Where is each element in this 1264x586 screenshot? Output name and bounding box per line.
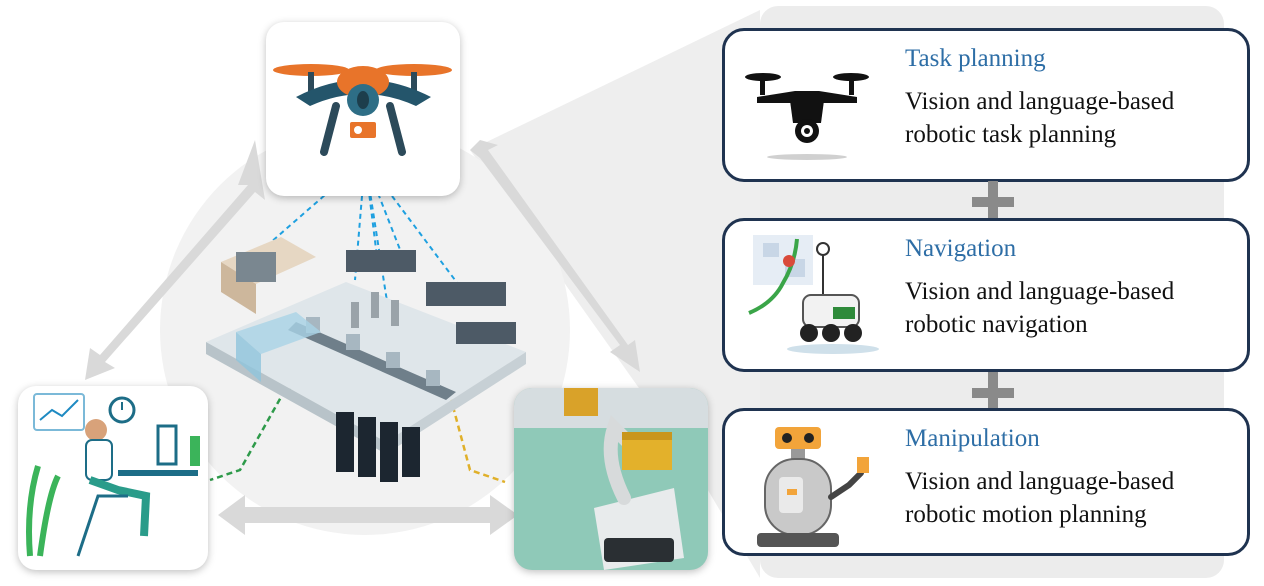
manipulation-card: Manipulation Vision and language-based r… [722, 408, 1250, 556]
arrow-drone-robot [470, 140, 640, 372]
card-description-line: Vision and language-based [905, 88, 1175, 115]
drone-tile [266, 22, 460, 196]
humanoid-robot-icon [757, 427, 869, 547]
card-description-line: Vision and language-based [905, 468, 1175, 495]
drone-icon [273, 64, 452, 156]
robot-tile [514, 388, 708, 570]
mobile-manipulator-robot-icon [514, 388, 708, 570]
task-planning-card: Task planning Vision and language-based … [722, 28, 1250, 182]
card-description: Vision and language-based robotic naviga… [905, 275, 1174, 341]
card-description-line: robotic navigation [905, 311, 1088, 338]
navigation-card: Navigation Vision and language-based rob… [722, 218, 1250, 372]
card-description-line: robotic task planning [905, 121, 1117, 148]
card-title: Navigation [905, 235, 1017, 262]
card-title: Manipulation [905, 425, 1040, 452]
card-description-line: Vision and language-based [905, 278, 1175, 305]
delivery-rover-icon [748, 235, 879, 354]
human-tile [18, 386, 208, 570]
arrow-drone-human [85, 140, 265, 380]
plus-icon [972, 372, 1014, 414]
plus-icon [972, 181, 1014, 223]
person-at-desk-icon [26, 393, 200, 557]
arrow-human-robot [218, 495, 518, 535]
drone-icon [745, 73, 869, 160]
card-title: Task planning [905, 45, 1046, 72]
factory-scene-icon [206, 237, 526, 482]
card-description-line: robotic motion planning [905, 501, 1147, 528]
card-description: Vision and language-based robotic task p… [905, 85, 1174, 151]
card-description: Vision and language-based robotic motion… [905, 465, 1174, 531]
